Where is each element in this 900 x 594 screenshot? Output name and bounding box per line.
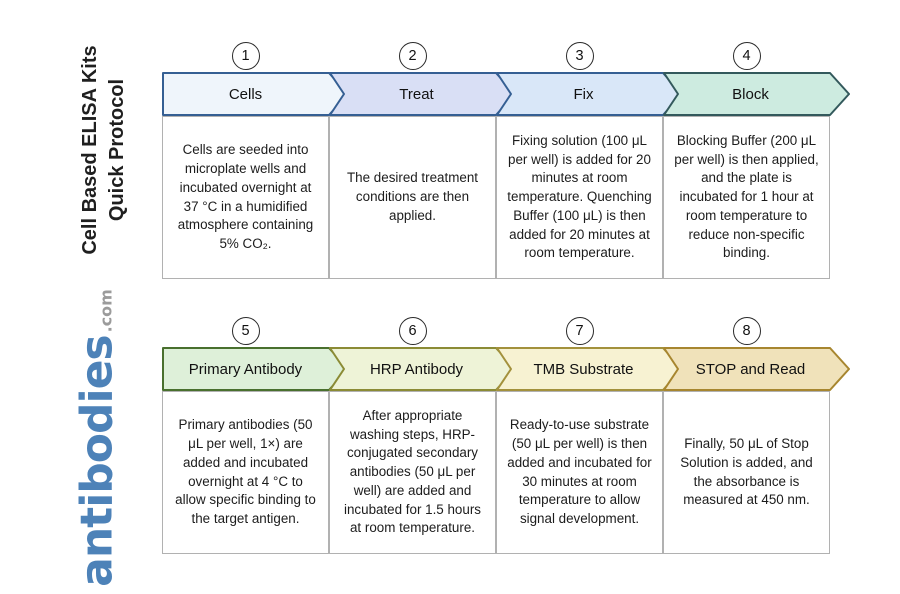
step-description-box: Primary antibodies (50 μL per well, 1×) … [162, 391, 329, 554]
step-description-box: Fixing solution (100 μL per well) is add… [496, 116, 663, 279]
arrow-band-row-2 [162, 347, 850, 391]
step-description: Ready-to-use substrate (50 μL per well) … [507, 417, 652, 527]
brand-logo-suffix: .com [96, 289, 116, 333]
step-arrow-stop-and-read [663, 347, 850, 391]
step-number-circle: 7 [565, 317, 594, 345]
step-number-circle: 2 [398, 42, 427, 70]
step-description-box: Cells are seeded into microplate wells a… [162, 116, 329, 279]
step-description: Fixing solution (100 μL per well) is add… [507, 132, 652, 261]
step-description-box: Ready-to-use substrate (50 μL per well) … [496, 391, 663, 554]
step-number-circle: 8 [732, 317, 761, 345]
protocol-row-2: 5 6 7 8 Primary Antibody HRP Antibody TM… [162, 317, 868, 557]
step-label: Fix [573, 85, 594, 103]
step-arrow-block [663, 72, 850, 116]
step-number: 7 [575, 323, 584, 339]
step-description-box: The desired treatment conditions are the… [329, 116, 496, 279]
arrow-labels-row-1: Cells Treat Fix Block [162, 72, 830, 116]
step-number-row: 5 6 7 8 [162, 317, 830, 345]
step-label: Cells [228, 85, 263, 103]
step-description: The desired treatment conditions are the… [347, 170, 478, 223]
step-number: 3 [575, 48, 584, 64]
step-number: 2 [408, 48, 417, 64]
arrow-band-row-1 [162, 72, 850, 116]
step-number: 8 [742, 323, 751, 339]
step-number: 1 [241, 48, 250, 64]
step-description-box: Blocking Buffer (200 μL per well) is the… [663, 116, 830, 279]
protocol-row-1: 1 2 3 4 Cells Treat Fix Block Cells are … [162, 42, 868, 282]
step-number-row: 1 2 3 4 [162, 42, 830, 70]
step-description: Cells are seeded into microplate wells a… [177, 142, 314, 252]
description-row-2: Primary antibodies (50 μL per well, 1×) … [162, 391, 830, 554]
step-description: Primary antibodies (50 μL per well, 1×) … [175, 417, 316, 527]
step-description-box: Finally, 50 μL of Stop Solution is added… [663, 391, 830, 554]
step-label: HRP Antibody [369, 360, 464, 378]
step-description: Blocking Buffer (200 μL per well) is the… [674, 132, 819, 261]
step-number-circle: 5 [231, 317, 260, 345]
step-label: Block [732, 85, 769, 103]
step-number-circle: 1 [231, 42, 260, 70]
arrow-labels-row-2: Primary Antibody HRP Antibody TMB Substr… [162, 347, 830, 391]
step-description-box: After appropriate washing steps, HRP-con… [329, 391, 496, 554]
step-description: After appropriate washing steps, HRP-con… [344, 407, 481, 536]
step-number: 6 [408, 323, 417, 339]
step-number: 4 [742, 48, 751, 64]
title-line-1: Cell Based ELISA Kits [79, 45, 101, 255]
step-label: STOP and Read [695, 360, 806, 378]
description-row-1: Cells are seeded into microplate wells a… [162, 116, 830, 279]
step-number-circle: 6 [398, 317, 427, 345]
step-number-circle: 3 [565, 42, 594, 70]
brand-logo-text: antibodies [71, 335, 123, 587]
step-label: TMB Substrate [533, 360, 634, 378]
vertical-title: Cell Based ELISA Kits Quick Protocol [77, 45, 131, 254]
brand-logo: antibodies .com [72, 289, 123, 587]
step-label: Primary Antibody [188, 360, 303, 378]
step-number: 5 [241, 323, 250, 339]
step-label: Treat [399, 85, 434, 103]
step-number-circle: 4 [732, 42, 761, 70]
title-line-2: Quick Protocol [106, 78, 128, 222]
step-description: Finally, 50 μL of Stop Solution is added… [680, 435, 813, 508]
